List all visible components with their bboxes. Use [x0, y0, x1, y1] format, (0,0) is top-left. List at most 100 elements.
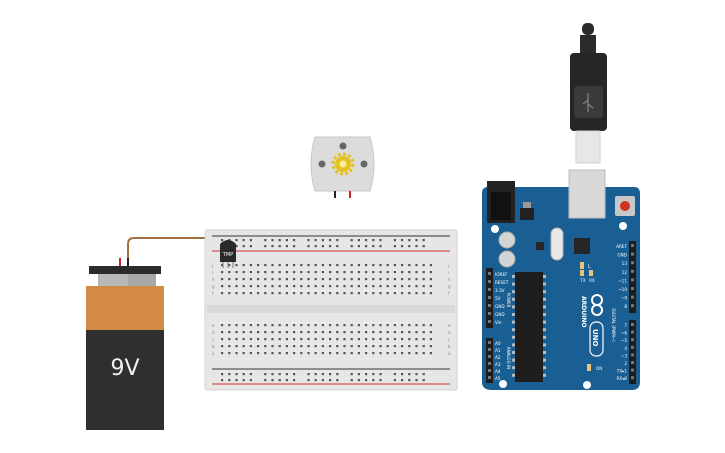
breadboard-hole[interactable] — [257, 338, 260, 341]
breadboard-hole[interactable] — [393, 331, 396, 334]
breadboard-hole[interactable] — [321, 345, 324, 348]
breadboard-hole[interactable] — [307, 292, 310, 295]
breadboard-hole[interactable] — [422, 373, 425, 376]
breadboard-hole[interactable] — [372, 292, 375, 295]
breadboard-hole[interactable] — [264, 264, 267, 267]
breadboard-hole[interactable] — [429, 345, 432, 348]
breadboard-hole[interactable] — [228, 379, 231, 382]
breadboard-hole[interactable] — [372, 331, 375, 334]
breadboard-hole[interactable] — [329, 285, 332, 288]
breadboard-hole[interactable] — [235, 373, 238, 376]
breadboard-hole[interactable] — [350, 292, 353, 295]
breadboard-hole[interactable] — [336, 352, 339, 355]
breadboard-hole[interactable] — [350, 352, 353, 355]
breadboard-hole[interactable] — [221, 278, 224, 281]
breadboard-hole[interactable] — [379, 245, 382, 248]
breadboard-hole[interactable] — [257, 271, 260, 274]
breadboard-hole[interactable] — [336, 324, 339, 327]
breadboard-hole[interactable] — [278, 271, 281, 274]
breadboard-hole[interactable] — [264, 352, 267, 355]
breadboard-hole[interactable] — [235, 331, 238, 334]
breadboard-hole[interactable] — [235, 278, 238, 281]
header-pin[interactable] — [631, 353, 634, 357]
breadboard-hole[interactable] — [321, 338, 324, 341]
breadboard-hole[interactable] — [401, 324, 404, 327]
breadboard-hole[interactable] — [314, 345, 317, 348]
breadboard-hole[interactable] — [350, 324, 353, 327]
breadboard-hole[interactable] — [293, 345, 296, 348]
breadboard-hole[interactable] — [336, 271, 339, 274]
breadboard-hole[interactable] — [365, 285, 368, 288]
breadboard-hole[interactable] — [357, 245, 360, 248]
breadboard-hole[interactable] — [314, 245, 317, 248]
header-pin[interactable] — [631, 287, 634, 290]
breadboard-hole[interactable] — [278, 352, 281, 355]
breadboard-hole[interactable] — [408, 345, 411, 348]
breadboard-hole[interactable] — [242, 345, 245, 348]
breadboard-hole[interactable] — [293, 352, 296, 355]
breadboard-hole[interactable] — [235, 379, 238, 382]
breadboard-hole[interactable] — [429, 271, 432, 274]
breadboard-hole[interactable] — [357, 285, 360, 288]
breadboard-hole[interactable] — [386, 324, 389, 327]
breadboard-hole[interactable] — [321, 285, 324, 288]
breadboard-hole[interactable] — [228, 278, 231, 281]
breadboard-hole[interactable] — [372, 345, 375, 348]
breadboard-hole[interactable] — [307, 271, 310, 274]
breadboard-hole[interactable] — [365, 292, 368, 295]
breadboard-hole[interactable] — [357, 324, 360, 327]
breadboard-hole[interactable] — [343, 338, 346, 341]
breadboard-hole[interactable] — [415, 373, 418, 376]
breadboard-hole[interactable] — [422, 245, 425, 248]
battery-terminal-negative[interactable] — [98, 274, 128, 286]
breadboard-hole[interactable] — [365, 345, 368, 348]
breadboard-hole[interactable] — [314, 352, 317, 355]
breadboard-hole[interactable] — [264, 338, 267, 341]
breadboard-hole[interactable] — [393, 271, 396, 274]
breadboard-hole[interactable] — [271, 352, 274, 355]
breadboard-hole[interactable] — [221, 292, 224, 295]
breadboard-hole[interactable] — [249, 324, 252, 327]
breadboard-hole[interactable] — [242, 292, 245, 295]
breadboard-hole[interactable] — [329, 345, 332, 348]
header-pin[interactable] — [488, 355, 491, 358]
breadboard-hole[interactable] — [221, 352, 224, 355]
breadboard-hole[interactable] — [415, 324, 418, 327]
breadboard-hole[interactable] — [221, 379, 224, 382]
breadboard-hole[interactable] — [300, 345, 303, 348]
breadboard-hole[interactable] — [429, 264, 432, 267]
breadboard-hole[interactable] — [386, 271, 389, 274]
breadboard-hole[interactable] — [235, 292, 238, 295]
breadboard-hole[interactable] — [379, 338, 382, 341]
breadboard-hole[interactable] — [264, 278, 267, 281]
breadboard-hole[interactable] — [408, 379, 411, 382]
breadboard-hole[interactable] — [264, 245, 267, 248]
header-pin[interactable] — [631, 295, 634, 299]
breadboard-hole[interactable] — [401, 292, 404, 295]
breadboard-hole[interactable] — [228, 271, 231, 274]
breadboard-hole[interactable] — [235, 338, 238, 341]
breadboard-hole[interactable] — [321, 379, 324, 382]
breadboard-hole[interactable] — [300, 278, 303, 281]
breadboard-hole[interactable] — [257, 264, 260, 267]
breadboard-hole[interactable] — [336, 345, 339, 348]
breadboard-hole[interactable] — [408, 338, 411, 341]
breadboard-hole[interactable] — [401, 245, 404, 248]
breadboard-hole[interactable] — [386, 338, 389, 341]
breadboard-hole[interactable] — [429, 331, 432, 334]
breadboard-hole[interactable] — [228, 292, 231, 295]
breadboard-hole[interactable] — [408, 352, 411, 355]
breadboard-hole[interactable] — [228, 338, 231, 341]
breadboard-hole[interactable] — [257, 292, 260, 295]
arduino-uno-board[interactable]: L TX RX ON ARDUINO UNO POWER ANALOG IN D… — [482, 169, 640, 390]
breadboard-hole[interactable] — [321, 373, 324, 376]
breadboard-hole[interactable] — [422, 271, 425, 274]
breadboard-hole[interactable] — [221, 264, 224, 267]
breadboard-hole[interactable] — [422, 285, 425, 288]
breadboard-hole[interactable] — [228, 352, 231, 355]
breadboard-hole[interactable] — [242, 271, 245, 274]
breadboard-hole[interactable] — [357, 352, 360, 355]
breadboard-hole[interactable] — [401, 352, 404, 355]
header-pin[interactable] — [631, 269, 634, 273]
header-pin[interactable] — [631, 338, 634, 342]
